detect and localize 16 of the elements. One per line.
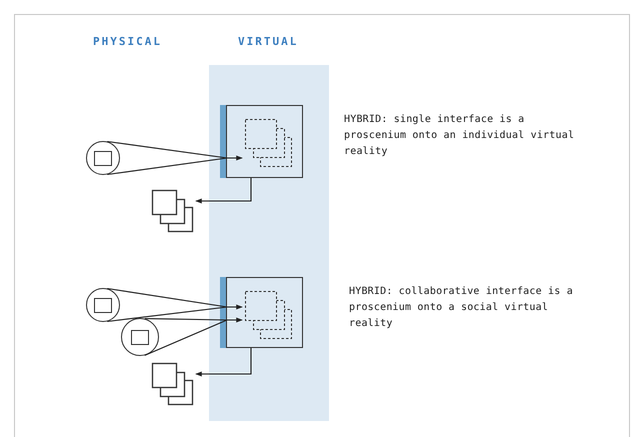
window-stack	[152, 363, 194, 405]
connector-arrow	[107, 288, 243, 322]
lens-circle	[86, 141, 120, 175]
lens-circle	[121, 318, 159, 356]
column-heading: PHYSICAL	[93, 35, 162, 48]
connector-arrow	[144, 318, 243, 356]
virtual-window-stack	[244, 118, 292, 168]
connector-arrow	[195, 178, 252, 204]
column-heading: VIRTUAL	[238, 35, 298, 48]
virtual-window-stack	[244, 290, 292, 338]
window-stack	[152, 190, 194, 232]
description-text: HYBRID: single interface is a proscenium onto an individual virtual reality	[344, 113, 576, 159]
description-text: HYBRID: collaborative interface is a proscenium onto a social virtual reality	[349, 285, 574, 331]
lens-circle	[86, 288, 120, 322]
connector-arrow	[107, 140, 243, 176]
connector-arrow	[195, 348, 252, 376]
